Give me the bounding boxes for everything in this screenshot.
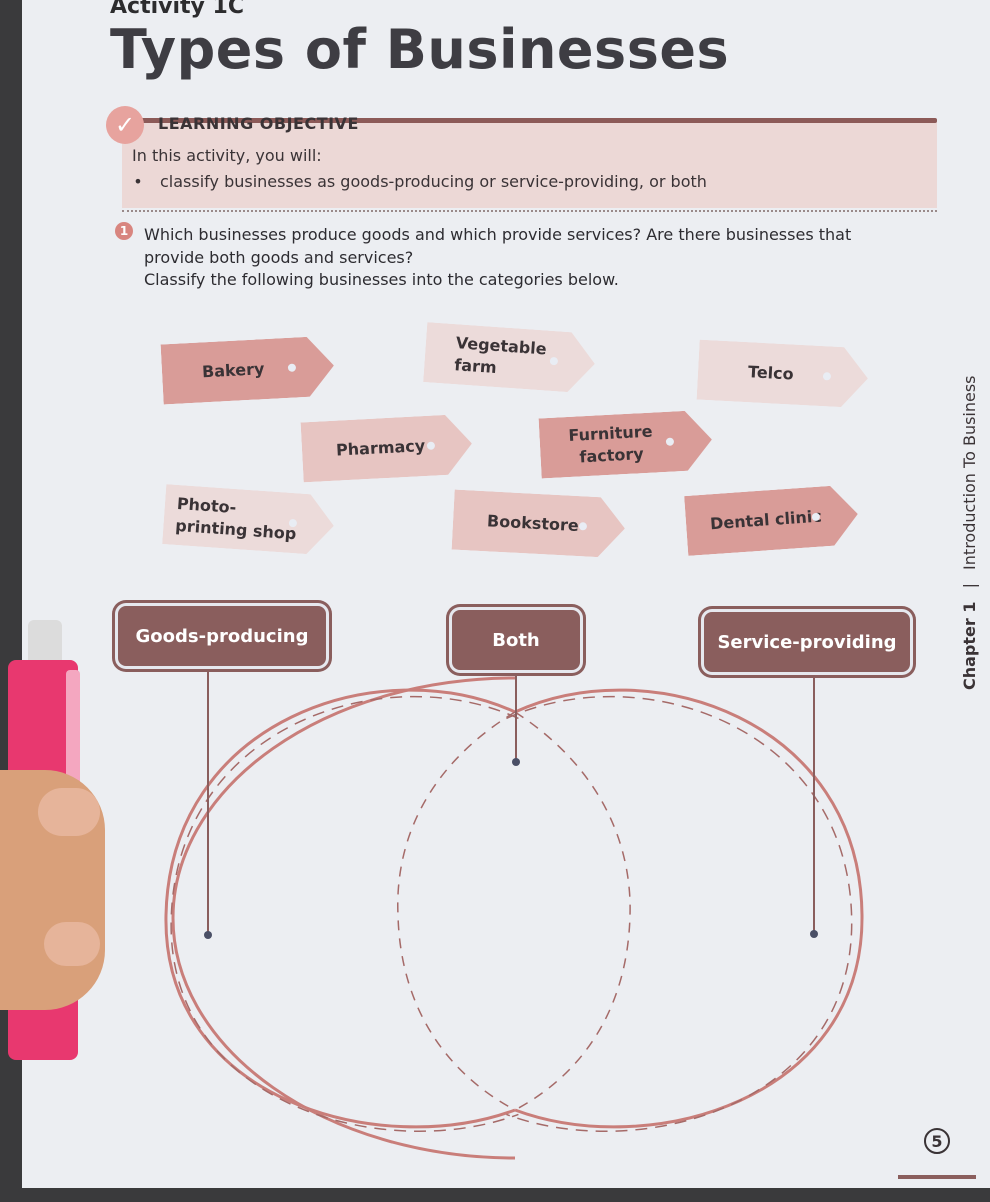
chapter-topic: Introduction To Business: [960, 375, 979, 570]
section-divider: [122, 210, 937, 212]
category-goods-producing[interactable]: Goods-producing: [118, 606, 326, 666]
learning-objective-box: [122, 120, 937, 208]
venn-left-arc: [164, 688, 516, 1129]
chapter-sidebar: Chapter 1 | Introduction To Business: [960, 375, 979, 690]
question-text: Which businesses produce goods and which…: [144, 225, 852, 267]
venn-right-dash: [506, 695, 853, 1132]
services-connector-dot: [810, 930, 818, 938]
category-service-providing[interactable]: Service-providing: [704, 612, 910, 672]
objective-bullet-text: classify businesses as goods-producing o…: [160, 172, 707, 191]
page-number: 5: [924, 1128, 950, 1154]
objective-intro: In this activity, you will:: [132, 146, 322, 165]
venn-inner-left-dash: [397, 711, 516, 1111]
hand: [0, 770, 105, 1010]
venn-left-dash: [170, 695, 519, 1132]
page-footer-bar: [898, 1175, 976, 1179]
goods-connector-dot: [204, 931, 212, 939]
objective-bullet: • classify businesses as goods-producing …: [128, 172, 707, 191]
venn-inner-right-dash: [514, 711, 631, 1111]
activity-label: Activity 1C: [110, 0, 244, 19]
chapter-label: Chapter 1: [960, 601, 979, 690]
fingernail: [44, 922, 100, 966]
question-instruction: Classify the following businesses into t…: [144, 270, 619, 289]
pen-clip: [66, 670, 80, 790]
chapter-separator: |: [960, 583, 979, 589]
both-connector-dot: [512, 758, 520, 766]
check-icon: ✓: [106, 106, 144, 144]
venn-left-circle: [171, 676, 515, 1160]
bullet-dot-icon: •: [133, 172, 143, 191]
question-number: 1: [115, 222, 133, 240]
objective-band: [122, 118, 937, 123]
objective-label: LEARNING OBJECTIVE: [158, 114, 359, 133]
page-title: Types of Businesses: [110, 18, 730, 81]
fingernail: [38, 788, 100, 836]
venn-right-arc: [514, 688, 864, 1129]
category-both[interactable]: Both: [452, 610, 580, 670]
